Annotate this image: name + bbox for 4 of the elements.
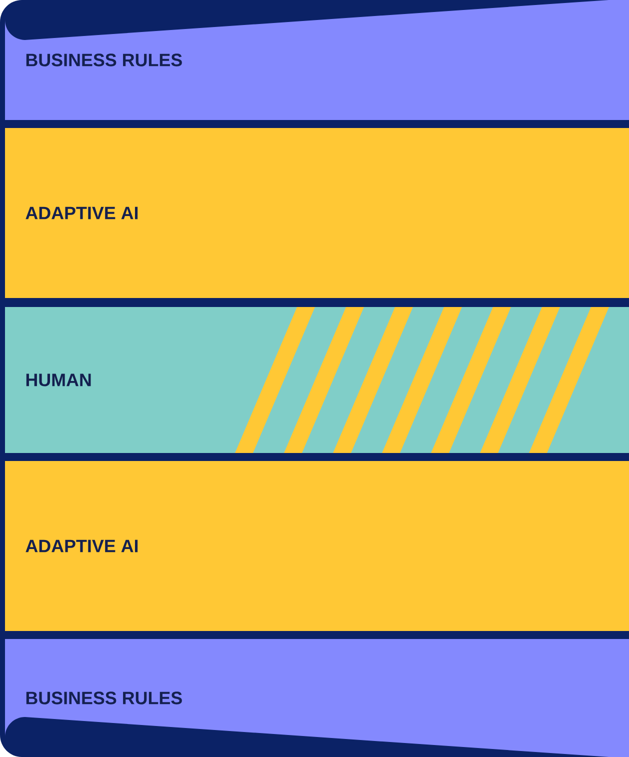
band: BUSINESS RULES (5, 0, 629, 120)
band: BUSINESS RULES (5, 639, 629, 757)
band: ADAPTIVE AI (5, 461, 629, 631)
band: ADAPTIVE AI (5, 128, 629, 298)
